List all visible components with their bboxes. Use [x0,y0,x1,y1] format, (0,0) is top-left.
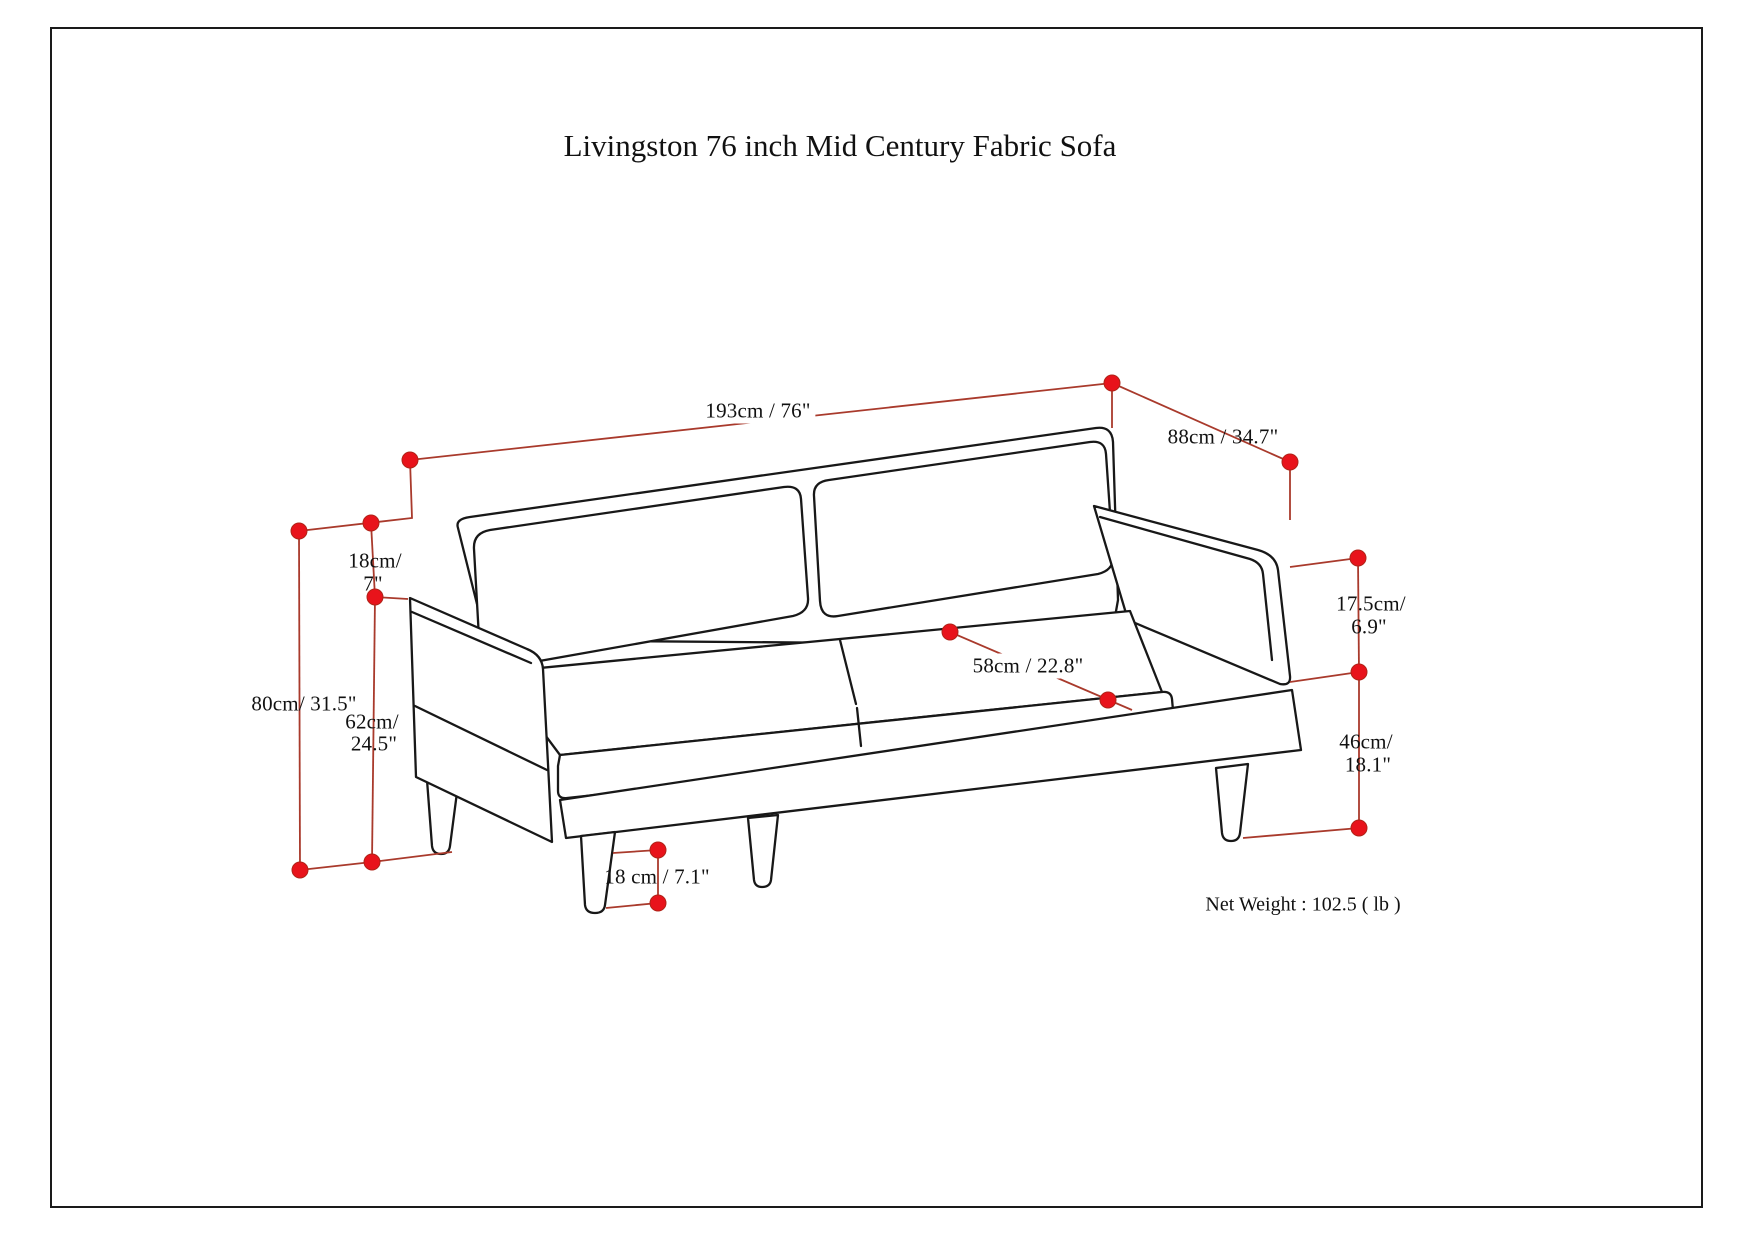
dim-line-overall-height [298,530,301,871]
label-back-cushion-line1: 18cm/ [348,548,402,573]
label-seat-height-line2: 18.1" [1344,752,1392,777]
label-back-above-seat-line2: 6.9" [1351,614,1387,639]
dimension-dot [1349,549,1367,567]
dim-leader-leg-bottom [605,902,659,909]
sofa-right-arm [1092,504,1292,686]
sofa-line-drawing [408,426,1303,915]
dimension-dot [941,623,959,641]
dim-leader-back-above-seat [1289,557,1359,568]
sofa-left-arm [408,596,554,844]
dimension-dot [290,522,308,540]
label-overall-width: 193cm / 76" [700,398,816,424]
dim-leader-width-left [298,459,413,532]
sofa-leg-front-left [579,830,617,915]
sofa-left-arm-base-line [413,704,549,772]
label-back-cushion-line2: 7" [363,571,383,596]
dimension-dot [1350,663,1368,681]
sofa-leg-front-right [1214,762,1250,843]
sofa-left-arm-top-line [410,610,533,665]
dim-leader-seat-height-top [1289,671,1360,683]
sofa-leg-front-middle [746,813,780,889]
dimension-dot [401,451,419,469]
sofa-right-arm-inner-line [1098,515,1274,662]
label-seat-depth: 58cm / 22.8" [967,653,1089,679]
label-overall-height: 80cm/ 31.5" [251,691,357,716]
dimension-dot [362,514,380,532]
dimension-dot [649,841,667,859]
dimension-dot [366,588,384,606]
dimension-dot [1099,691,1117,709]
label-seat-height-line1: 46cm/ [1339,729,1393,754]
dimension-dot [363,853,381,871]
dim-line-back-above-seat [1357,557,1360,673]
sofa-seat-split [838,638,863,748]
label-arm-height-line2: 24.5" [350,731,398,756]
label-arm-height-line1: 62cm/ [345,709,399,734]
dimension-dot [1103,374,1121,392]
net-weight-text: Net Weight : 102.5 ( lb ) [1205,893,1401,916]
page-border [50,27,1703,1208]
dimension-dot [1350,819,1368,837]
label-back-above-seat-line1: 17.5cm/ [1336,591,1406,616]
page-title: Livingston 76 inch Mid Century Fabric So… [563,128,1117,163]
dimension-dot [1281,453,1299,471]
dim-line-overall-depth [1111,382,1291,463]
label-leg-height: 18 cm / 7.1" [604,864,710,889]
dimension-dots [290,374,1368,912]
dimension-dot [291,861,309,879]
dim-line-back-cushion [370,522,376,598]
dim-line-arm-height [371,596,376,863]
label-overall-depth: 88cm / 34.7" [1167,424,1279,449]
sofa-back-cushion-right [812,440,1115,618]
sofa-base-rail [558,688,1303,840]
dimension-dot [649,894,667,912]
dim-leader-seat-height-bottom [1242,827,1360,839]
